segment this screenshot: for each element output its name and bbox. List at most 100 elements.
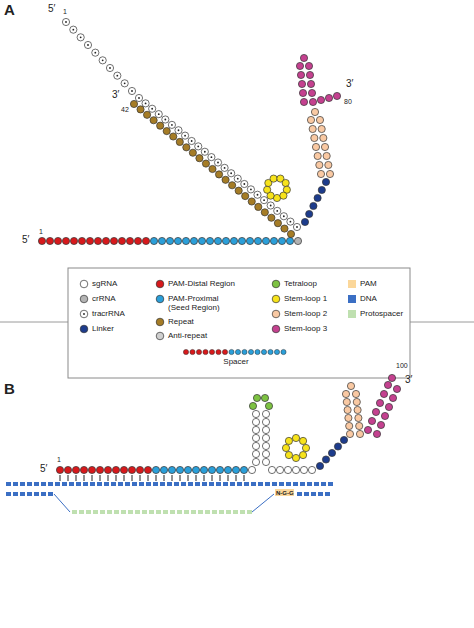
- dna-base: [149, 510, 154, 514]
- nucleotide: [311, 134, 318, 141]
- end-label: 3′: [405, 375, 412, 385]
- nucleotide: [255, 203, 262, 210]
- nucleotide: [265, 402, 272, 409]
- spacer-sample: [203, 349, 208, 354]
- nucleotide-dot: [145, 102, 147, 104]
- legend-text: PAM: [360, 279, 377, 288]
- dna-base: [314, 482, 319, 486]
- legend-swatch: [348, 280, 356, 288]
- base-pair-tick: [68, 475, 69, 481]
- position-number: 42: [121, 106, 129, 113]
- spacer-sample: [248, 349, 253, 354]
- nucleotide: [160, 466, 167, 473]
- end-label: 5′: [48, 4, 55, 14]
- base-pair-tick: [124, 475, 125, 481]
- nucleotide: [310, 202, 317, 209]
- legend-text: Repeat: [168, 317, 194, 326]
- spacer-sample: [274, 349, 279, 354]
- nucleotide-dot: [94, 52, 96, 54]
- nucleotide-dot: [80, 36, 82, 38]
- nucleotide: [299, 437, 306, 444]
- nucleotide: [56, 466, 63, 473]
- nucleotide: [284, 466, 291, 473]
- nucleotide: [208, 154, 215, 161]
- nucleotide: [344, 406, 351, 413]
- base-pair-tick: [188, 475, 189, 481]
- nucleotide: [308, 89, 315, 96]
- nucleotide: [155, 111, 162, 118]
- nucleotide: [282, 179, 289, 186]
- nucleotide: [270, 237, 277, 244]
- nucleotide: [86, 237, 93, 244]
- nucleotide: [189, 149, 196, 156]
- dna-base: [34, 482, 39, 486]
- nucleotide: [309, 125, 316, 132]
- end-label: 3′: [112, 90, 119, 100]
- legend-text: Tetraloop: [284, 279, 317, 288]
- base-pair-tick: [180, 475, 181, 481]
- nucleotide: [264, 186, 271, 193]
- end-label: 5′: [22, 235, 29, 245]
- nucleotide: [222, 237, 229, 244]
- nucleotide-dot: [237, 178, 239, 180]
- nucleotide: [135, 94, 142, 101]
- nucleotide: [385, 403, 392, 410]
- nucleotide: [300, 466, 307, 473]
- dna-base: [107, 510, 112, 514]
- nucleotide: [334, 443, 341, 450]
- nucleotide: [232, 466, 239, 473]
- nucleotide: [230, 237, 237, 244]
- nucleotide: [252, 426, 259, 433]
- dna-base: [48, 482, 53, 486]
- dna-base: [212, 510, 217, 514]
- nucleotide: [268, 214, 275, 221]
- dna-base: [216, 482, 221, 486]
- nucleotide: [267, 202, 274, 209]
- dna-base: [177, 510, 182, 514]
- nucleotide: [120, 466, 127, 473]
- nucleotide: [142, 100, 149, 107]
- dna-base: [111, 482, 116, 486]
- nucleotide: [150, 117, 157, 124]
- dna-base: [34, 492, 39, 496]
- dna-base: [247, 510, 252, 514]
- nucleotide: [112, 466, 119, 473]
- dna-base: [20, 482, 25, 486]
- dna-base: [48, 492, 53, 496]
- legend-text: Stem-loop 3: [284, 324, 327, 333]
- legend-swatch: [80, 325, 88, 333]
- dna-base: [251, 482, 256, 486]
- spacer-sample: [222, 349, 227, 354]
- base-pair-tick: [60, 475, 61, 481]
- nucleotide: [195, 143, 202, 150]
- nucleotide: [248, 198, 255, 205]
- nucleotide: [300, 98, 307, 105]
- nucleotide: [352, 390, 359, 397]
- nucleotide: [181, 132, 188, 139]
- nucleotide: [280, 213, 287, 220]
- dna-base: [188, 482, 193, 486]
- dna-base: [90, 482, 95, 486]
- nucleotide: [88, 466, 95, 473]
- nucleotide: [152, 466, 159, 473]
- nucleotide: [262, 434, 269, 441]
- nucleotide: [216, 466, 223, 473]
- nucleotide: [292, 434, 299, 441]
- nucleotide: [316, 462, 323, 469]
- legend-swatch: [272, 280, 280, 288]
- dna-base: [146, 482, 151, 486]
- nucleotide-dot: [124, 82, 126, 84]
- dna-base: [156, 510, 161, 514]
- nucleotide: [96, 466, 103, 473]
- nucleotide: [380, 390, 387, 397]
- dna-base: [258, 482, 263, 486]
- dna-base: [6, 482, 11, 486]
- nucleotide: [202, 160, 209, 167]
- nucleotide: [323, 152, 330, 159]
- nucleotide: [306, 71, 313, 78]
- nucleotide: [261, 209, 268, 216]
- spacer-sample: [261, 349, 266, 354]
- nucleotide: [356, 430, 363, 437]
- nucleotide: [144, 466, 151, 473]
